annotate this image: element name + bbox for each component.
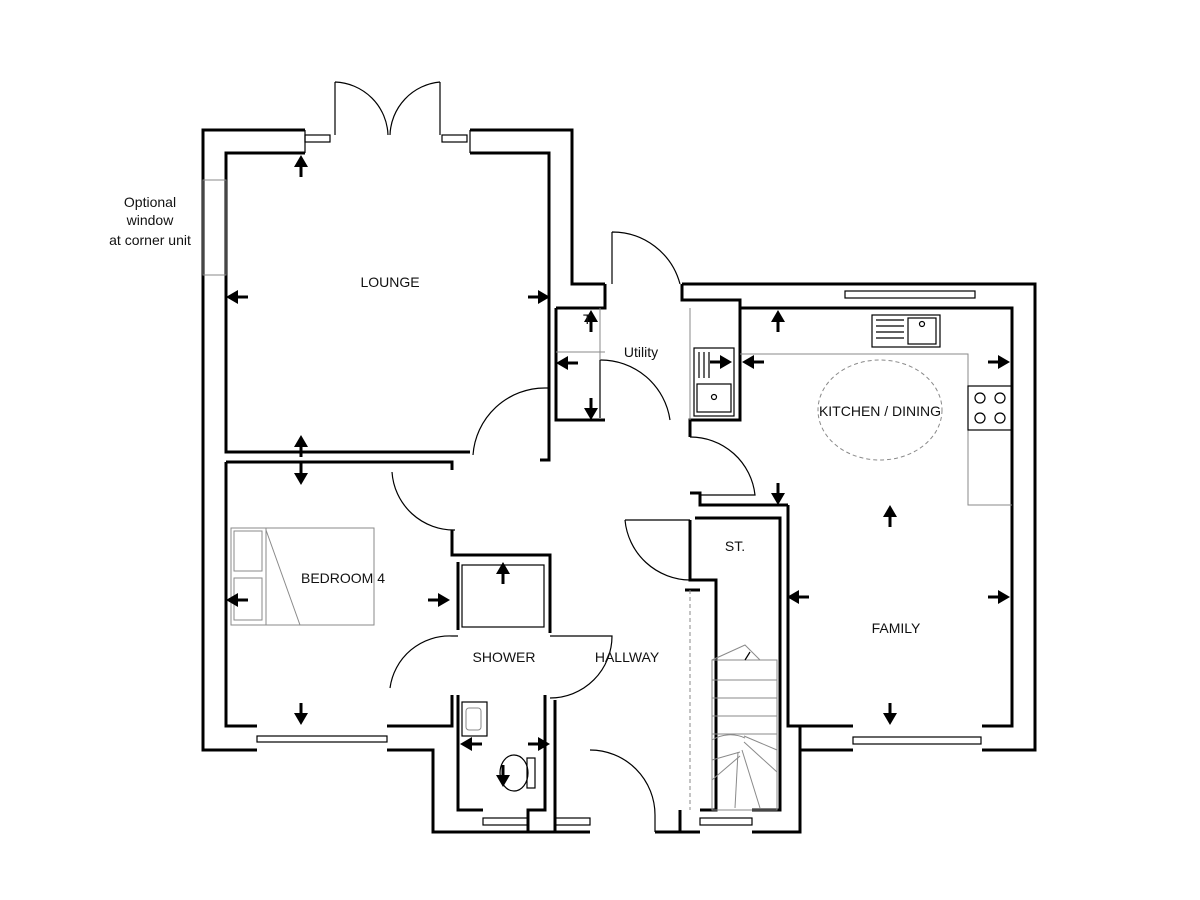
- optional-window-note: Optional window at corner unit: [109, 194, 191, 248]
- basin-icon: [461, 701, 488, 737]
- label-shower: SHOWER: [473, 649, 536, 665]
- label-utility-tag: T: [583, 311, 592, 327]
- arrow-icon: [584, 310, 598, 332]
- stair-icon: [689, 590, 778, 811]
- note-line-2: window: [126, 212, 175, 228]
- arrow-icon: [528, 737, 550, 751]
- arrow-icon: [294, 463, 308, 485]
- label-hallway: HALLWAY: [595, 649, 660, 665]
- arrow-icon: [787, 590, 809, 604]
- arrow-icon: [742, 355, 764, 369]
- arrow-icon: [226, 593, 248, 607]
- arrow-icon: [294, 155, 308, 177]
- arrow-icon: [771, 483, 785, 505]
- arrow-icon: [294, 435, 308, 457]
- arrow-icon: [496, 765, 510, 787]
- label-bedroom: BEDROOM 4: [301, 570, 385, 586]
- sink-icon: [693, 347, 735, 417]
- label-family: FAMILY: [872, 620, 921, 636]
- arrow-icon: [883, 505, 897, 527]
- label-store: ST.: [725, 538, 745, 554]
- walls: [201, 128, 1037, 834]
- island-outline: [817, 359, 943, 461]
- toilet-icon: [499, 754, 536, 792]
- room-labels: LOUNGE Utility T KITCHEN / DINING BEDROO…: [301, 274, 941, 665]
- arrow-icon: [428, 593, 450, 607]
- label-lounge: LOUNGE: [360, 274, 419, 290]
- arrow-icon: [988, 355, 1010, 369]
- label-utility: Utility: [624, 344, 658, 360]
- arrow-icon: [710, 355, 732, 369]
- arrow-icon: [294, 703, 308, 725]
- arrow-icon: [460, 737, 482, 751]
- arrow-icon: [556, 356, 578, 370]
- label-kitchen: KITCHEN / DINING: [819, 403, 941, 419]
- bed-icon: [230, 527, 375, 626]
- arrow-icon: [226, 290, 248, 304]
- arrow-markers: [226, 155, 1010, 787]
- note-line-3: at corner unit: [109, 232, 191, 248]
- arrow-icon: [528, 290, 550, 304]
- arrow-icon: [584, 398, 598, 420]
- arrow-icon: [883, 703, 897, 725]
- arrow-icon: [496, 562, 510, 584]
- arrow-icon: [771, 310, 785, 332]
- door-swings: [334, 81, 756, 832]
- note-line-1: Optional: [124, 194, 176, 210]
- arrow-icon: [988, 590, 1010, 604]
- sink-icon: [871, 314, 941, 348]
- hob-icon: [967, 385, 1013, 431]
